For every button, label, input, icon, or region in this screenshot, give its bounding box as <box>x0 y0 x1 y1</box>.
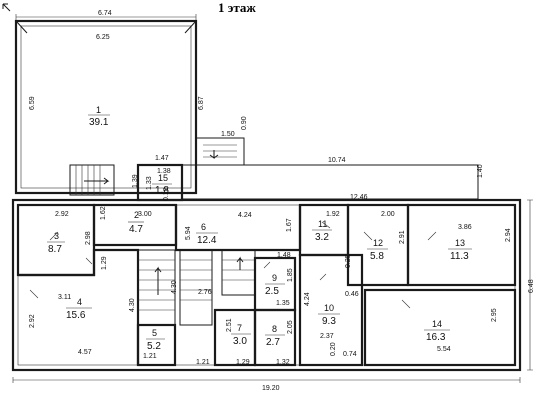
dim-bottom-width: 19.20 <box>262 385 280 392</box>
dim-top-width: 6.74 <box>98 10 112 17</box>
room-12-number: 12 <box>373 238 383 248</box>
dim-label: 2.98 <box>85 231 92 245</box>
dim-label: 0.25 <box>345 254 352 268</box>
room-13-walls <box>406 203 517 287</box>
room-11-number: 11 <box>318 219 327 229</box>
dim-label: 2.51 <box>226 318 233 332</box>
room-6-number: 6 <box>201 222 206 232</box>
dim-label: 1.39 <box>132 174 139 188</box>
dim-label: 1.62 <box>100 206 107 220</box>
dim-label: 0.20 <box>330 342 337 356</box>
room-3-number: 3 <box>54 231 59 241</box>
dim-label: 4.30 <box>129 298 136 312</box>
room-10-number: 10 <box>324 303 334 313</box>
dim-label: 4.57 <box>78 349 92 356</box>
room-14-walls <box>363 288 517 367</box>
room-3-area: 8.7 <box>48 244 62 255</box>
room-1-walls <box>14 19 198 195</box>
dim-label: 2.37 <box>320 333 334 340</box>
dim-label: 2.76 <box>198 289 212 296</box>
room-14-number: 14 <box>432 319 442 329</box>
room-labels: 1 39.1 2 4.7 3 8.7 4 15.6 5 5.2 6 12.4 7… <box>47 105 472 352</box>
dim-label: 6.25 <box>96 34 110 41</box>
dim-label: 1.92 <box>326 211 340 218</box>
room-8-area: 2.7 <box>266 337 280 348</box>
dim-label: 1.67 <box>286 218 293 232</box>
page-title: 1 этаж <box>218 0 256 15</box>
room-4-area: 15.6 <box>66 310 86 321</box>
entrance-stairs <box>69 164 115 196</box>
dim-label: 4.30 <box>171 280 178 294</box>
corner-mark <box>2 3 11 12</box>
dim-label: 3.11 <box>58 294 71 301</box>
dim-label: 1.29 <box>101 256 108 270</box>
room-2-number: 2 <box>134 210 139 220</box>
dim-label: 0.46 <box>345 291 359 298</box>
dim-label: 12.46 <box>350 194 368 201</box>
dim-label: 1.40 <box>477 164 484 178</box>
dim-label: 6.87 <box>198 96 205 110</box>
dim-label: 2.94 <box>505 228 512 242</box>
dim-label: 1.38 <box>157 168 171 175</box>
room-4-number: 4 <box>77 297 82 307</box>
room-15-number: 15 <box>158 173 168 183</box>
room-7-area: 3.0 <box>233 336 247 347</box>
dim-label: 1.47 <box>155 155 169 162</box>
room-10-area: 9.3 <box>322 316 336 327</box>
dim-label: 4.24 <box>304 292 311 306</box>
room-13-area: 11.3 <box>450 251 469 262</box>
dim-label: 5.54 <box>437 346 451 353</box>
room-12-area: 5.8 <box>370 251 384 262</box>
dim-label: 0.10 <box>163 187 170 201</box>
dim-label: 4.24 <box>238 212 252 219</box>
dim-label: 3.00 <box>138 211 152 218</box>
room-14-area: 16.3 <box>426 332 446 343</box>
dim-label: 1.29 <box>236 359 250 366</box>
dimension-labels: 6.74 6.25 6.59 6.87 0.90 1.50 1.47 10.74… <box>29 10 535 392</box>
room-6-walls <box>137 205 302 326</box>
dim-label: 2.95 <box>491 308 498 322</box>
room-5-walls <box>136 323 177 367</box>
room-1-number: 1 <box>96 105 101 115</box>
dim-label: 5.94 <box>185 226 192 240</box>
dim-label: 2.92 <box>55 211 69 218</box>
dim-label: 1.32 <box>276 359 290 366</box>
dim-label: 0.74 <box>343 351 357 358</box>
dim-label: 1.35 <box>276 300 290 307</box>
room-15-area: 1.8 <box>155 185 169 196</box>
dim-label: 1.85 <box>287 268 294 282</box>
dim-label: 2.92 <box>29 314 36 328</box>
room-5-number: 5 <box>152 328 157 338</box>
room-11-area: 3.2 <box>315 232 329 243</box>
room-13-number: 13 <box>455 238 465 248</box>
room-1-area: 39.1 <box>89 117 109 128</box>
dim-label: 2.05 <box>287 320 294 334</box>
dim-label: 0.90 <box>241 116 248 130</box>
room-7-8-9-walls <box>213 256 297 367</box>
room-6-area: 12.4 <box>197 235 217 246</box>
dim-label: 3.86 <box>458 224 472 231</box>
room-9-number: 9 <box>272 273 277 283</box>
porch-canopy <box>181 137 479 200</box>
dim-label: 6.59 <box>29 96 36 110</box>
dim-label: 1.21 <box>196 359 210 366</box>
dim-right-height: 6.48 <box>528 279 535 293</box>
dim-label: 1.21 <box>143 353 157 360</box>
dim-label: 1.33 <box>146 176 153 190</box>
door-swings <box>29 221 437 309</box>
dim-label: 2.91 <box>399 230 406 244</box>
dim-label: 10.74 <box>328 157 346 164</box>
room-2-area: 4.7 <box>129 224 143 235</box>
room-4-walls <box>18 248 140 365</box>
room-5-area: 5.2 <box>147 341 161 352</box>
dim-label: 2.00 <box>381 211 395 218</box>
room-7-number: 7 <box>237 323 242 333</box>
dim-label: 1.48 <box>277 252 291 259</box>
dim-label: 1.50 <box>221 131 235 138</box>
room-9-area: 2.5 <box>265 286 279 297</box>
room-8-number: 8 <box>272 324 277 334</box>
